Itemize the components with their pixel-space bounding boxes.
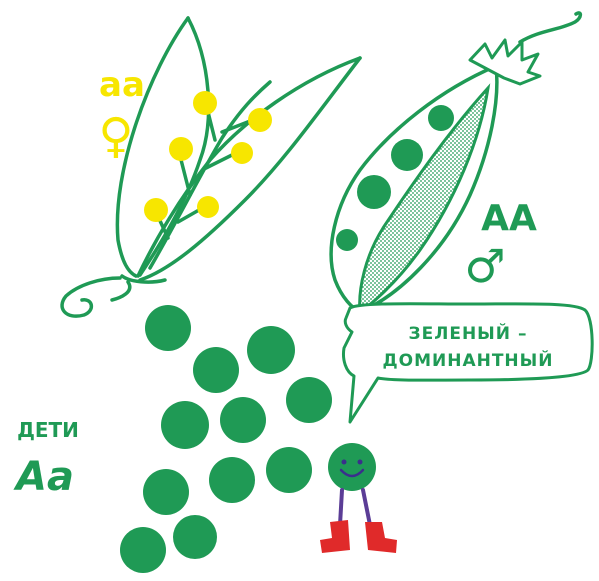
character-leg	[363, 490, 370, 525]
green-pea	[209, 457, 255, 503]
red-boot	[365, 522, 397, 553]
yellow-pea-pod	[62, 18, 360, 316]
male-genotype-label: АА	[481, 198, 537, 239]
female-symbol: ♀	[98, 108, 133, 164]
speech-bubble: ЗЕЛЕНЫЙ – ДОМИНАНТНЫЙ	[343, 304, 592, 422]
green-pea	[120, 527, 166, 573]
yellow-pea	[144, 198, 168, 222]
green-pea	[247, 326, 295, 374]
character-head	[328, 443, 376, 491]
character-eye	[358, 460, 363, 465]
yellow-pea	[248, 108, 272, 132]
green-pea	[357, 175, 391, 209]
green-pea	[286, 377, 332, 423]
green-pea	[391, 139, 423, 171]
character-leg	[340, 490, 342, 525]
green-pea	[428, 105, 454, 131]
female-genotype-label: аа	[99, 65, 145, 105]
yellow-pea	[231, 142, 253, 164]
offspring-peas	[120, 305, 332, 573]
green-pea	[173, 515, 217, 559]
yellow-pea	[193, 91, 217, 115]
character-eye	[342, 460, 347, 465]
speech-line-1: ЗЕЛЕНЫЙ –	[409, 322, 528, 344]
green-pea	[220, 397, 266, 443]
children-title: ДЕТИ	[17, 418, 79, 442]
yellow-peas	[144, 91, 272, 222]
green-pea	[143, 469, 189, 515]
green-pea	[336, 229, 358, 251]
yellow-pea	[169, 137, 193, 161]
green-pea	[193, 347, 239, 393]
speech-line-2: ДОМИНАНТНЫЙ	[382, 349, 553, 371]
yellow-pea	[197, 196, 219, 218]
green-pea	[161, 401, 209, 449]
red-boot	[320, 520, 350, 553]
children-genotype: Аа	[13, 454, 74, 500]
pea-character	[320, 443, 397, 553]
green-pea	[145, 305, 191, 351]
male-symbol: ♂	[464, 239, 505, 293]
green-pea-pod	[331, 13, 580, 312]
green-pea	[266, 447, 312, 493]
